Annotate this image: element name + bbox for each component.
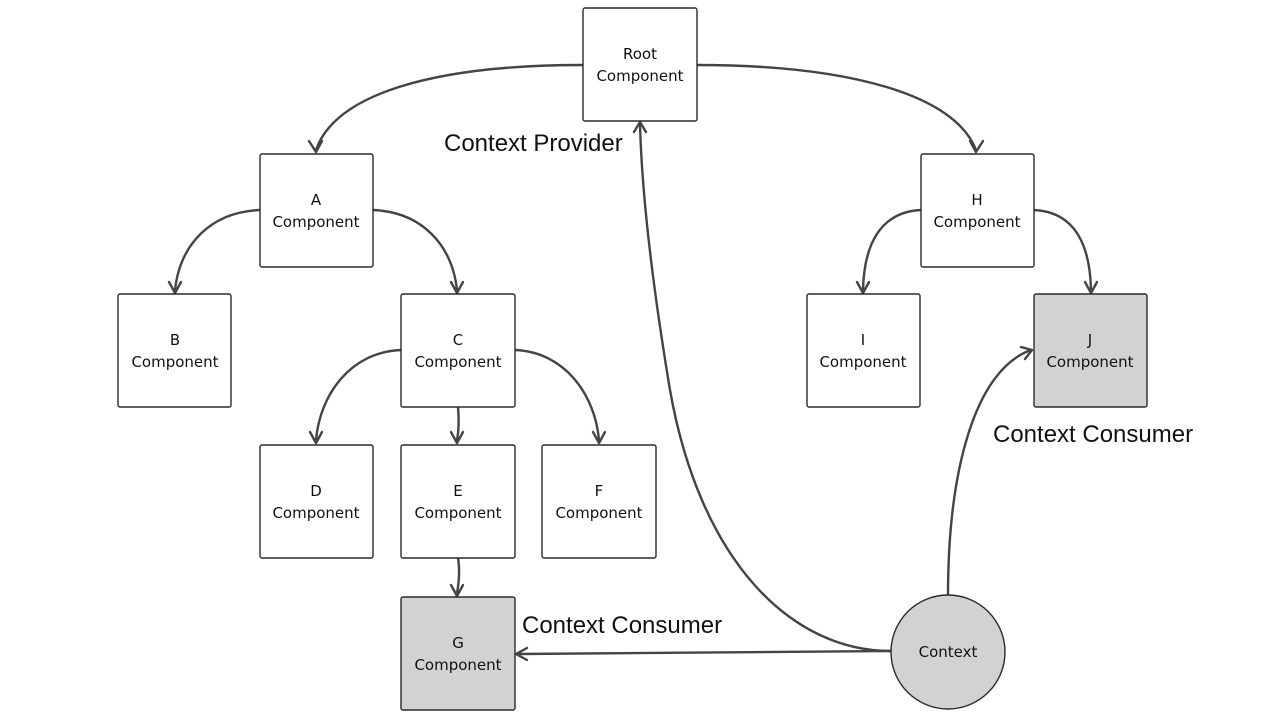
- edge-c-to-d: [314, 348, 402, 441]
- node-box-d: [259, 444, 374, 559]
- context-circle: [890, 594, 1006, 710]
- node-e: E Component: [400, 444, 516, 559]
- edge-root-to-h: [696, 63, 978, 151]
- arrow-head-h: [968, 139, 985, 154]
- node-d: D Component: [259, 444, 374, 559]
- node-h: H Component: [920, 153, 1035, 268]
- label-context-consumer-j: Context Consumer: [993, 421, 1193, 448]
- arrow-head-e: [449, 430, 465, 445]
- node-label-b-line2: Component: [131, 353, 218, 371]
- node-a: A Component: [259, 153, 374, 268]
- arrow-head-j-consumer: [1019, 345, 1034, 361]
- arrow-head-j: [1083, 280, 1099, 295]
- node-label-b-line1: B: [170, 331, 180, 349]
- node-box-g: [400, 596, 516, 711]
- edge-h-to-j: [1033, 208, 1093, 291]
- node-box-e: [400, 444, 516, 559]
- node-label-a-line2: Component: [272, 213, 359, 231]
- arrow-head-b: [167, 280, 183, 295]
- arrow-head-f: [591, 430, 607, 445]
- node-label-c-line1: C: [453, 331, 463, 349]
- edge-c-to-f: [514, 348, 601, 441]
- arrow-head-a: [307, 139, 324, 154]
- arrow-head-c: [449, 280, 465, 295]
- node-c: C Component: [400, 293, 516, 408]
- edge-e-to-g: [455, 557, 461, 594]
- node-label-j-line2: Component: [1046, 353, 1133, 371]
- node-i: I Component: [806, 293, 921, 408]
- edge-root-to-a: [314, 63, 584, 151]
- node-label-root-line1: Root: [623, 45, 657, 63]
- edge-c-to-e: [455, 406, 460, 441]
- node-label-d-line1: D: [310, 482, 322, 500]
- node-box-j: [1033, 293, 1148, 408]
- node-b: B Component: [117, 293, 232, 408]
- node-label-g-line1: G: [452, 634, 464, 652]
- label-context-provider: Context Provider: [444, 130, 623, 157]
- arrow-head-g: [449, 583, 465, 598]
- arrow-head-root: [632, 120, 648, 134]
- node-box-a: [259, 153, 374, 268]
- edge-a-to-b: [173, 208, 261, 291]
- node-box-f: [541, 444, 657, 559]
- edge-context-to-j: [946, 348, 1032, 597]
- node-box-root: [582, 7, 698, 122]
- node-f: F Component: [541, 444, 657, 559]
- edge-h-to-i: [861, 208, 922, 291]
- label-context-consumer-g: Context Consumer: [522, 612, 722, 639]
- node-label-root-line2: Component: [596, 67, 683, 85]
- node-box-i: [806, 293, 921, 408]
- node-label-g-line2: Component: [414, 656, 501, 674]
- node-root: Root Component: [582, 7, 698, 122]
- edge-context-to-root: [638, 123, 892, 653]
- node-label-h-line1: H: [971, 191, 982, 209]
- edge-context-to-g: [517, 649, 892, 656]
- node-label-h-line2: Component: [933, 213, 1020, 231]
- node-box-b: [117, 293, 232, 408]
- node-context: Context: [890, 594, 1006, 710]
- node-label-e-line2: Component: [414, 504, 501, 522]
- node-label-a-line1: A: [311, 191, 322, 209]
- arrow-head-g-consumer: [514, 646, 529, 662]
- node-label-c-line2: Component: [414, 353, 501, 371]
- arrow-head-i: [855, 280, 871, 295]
- node-label-e-line1: E: [453, 482, 462, 500]
- arrow-head-d: [308, 430, 324, 445]
- node-label-f-line2: Component: [555, 504, 642, 522]
- edges: [167, 63, 1099, 662]
- node-box-h: [920, 153, 1035, 268]
- node-label-context: Context: [919, 643, 978, 661]
- edge-a-to-c: [372, 208, 459, 291]
- node-label-f-line1: F: [595, 482, 604, 500]
- node-label-i-line2: Component: [819, 353, 906, 371]
- node-box-c: [400, 293, 516, 408]
- node-label-i-line1: I: [861, 331, 865, 349]
- node-label-j-line1: J: [1087, 331, 1092, 349]
- node-j: J Component: [1033, 293, 1148, 408]
- node-g: G Component: [400, 596, 516, 711]
- node-label-d-line2: Component: [272, 504, 359, 522]
